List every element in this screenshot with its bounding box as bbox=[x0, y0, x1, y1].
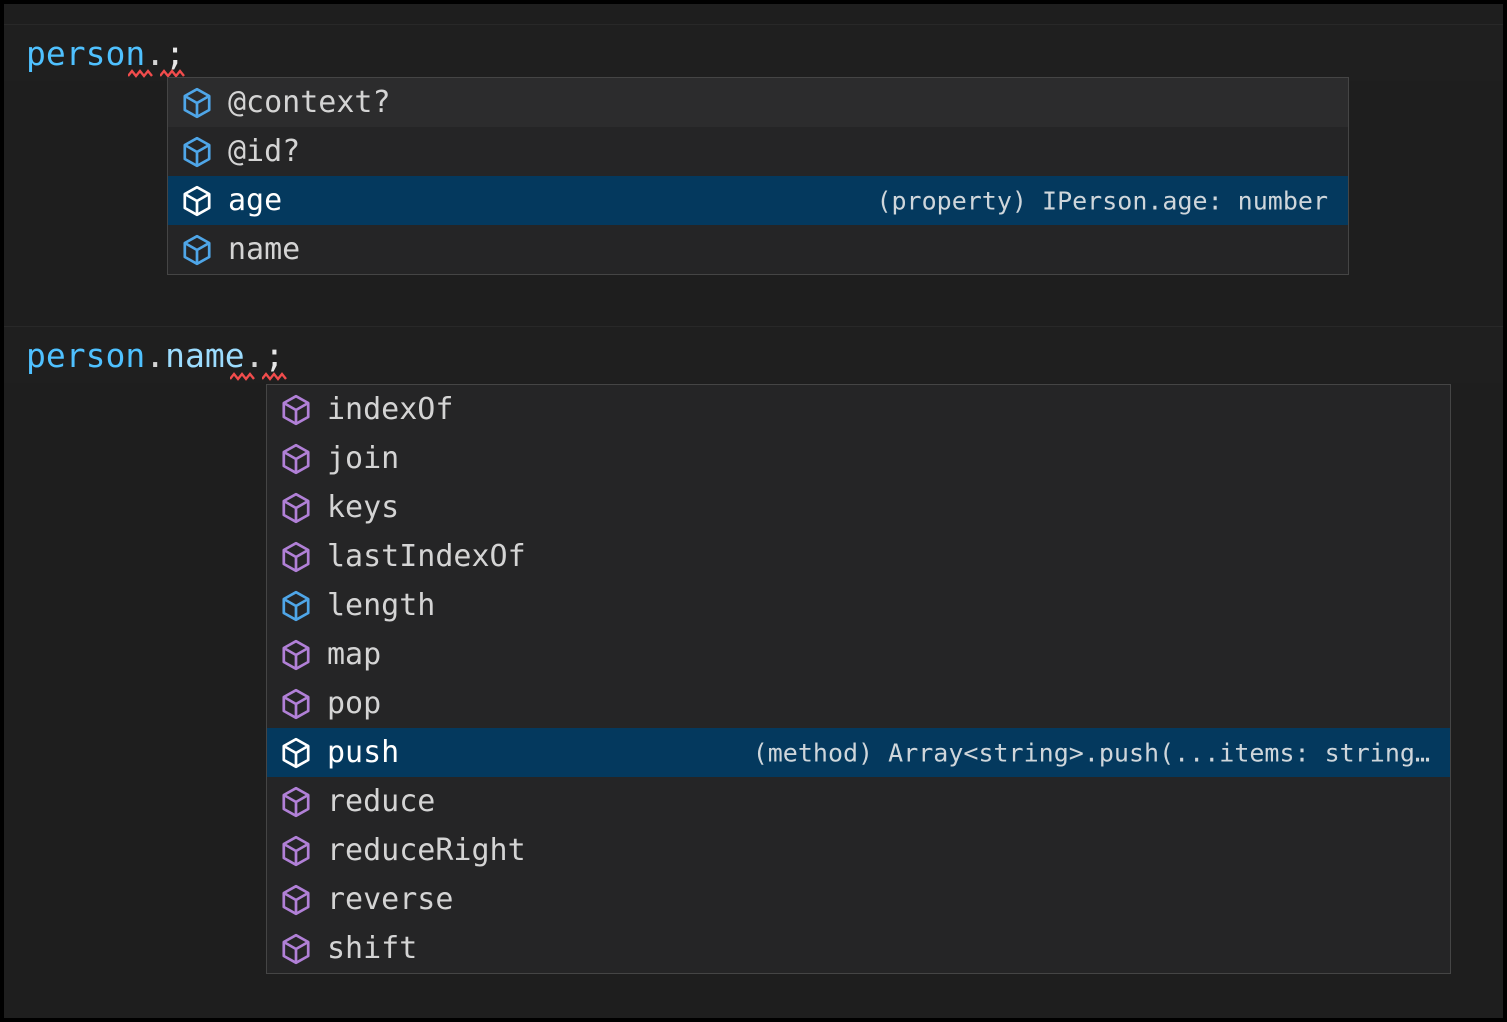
suggest-item-label: @context? bbox=[228, 84, 391, 120]
person-member-suggestions[interactable]: @context? @id? age (property) IPerson.age: … bbox=[167, 77, 1349, 275]
suggest-item-shift[interactable]: shift bbox=[267, 924, 1450, 973]
suggest-item-length[interactable]: length bbox=[267, 581, 1450, 630]
symbol-method-cube-icon bbox=[279, 540, 313, 574]
suggest-item-keys[interactable]: keys bbox=[267, 483, 1450, 532]
symbol-property-cube-icon bbox=[180, 86, 214, 120]
suggest-item-reduceright[interactable]: reduceRight bbox=[267, 826, 1450, 875]
suggest-list-1[interactable]: @context? @id? age (property) IPerson.age: … bbox=[168, 78, 1348, 274]
symbol-method-cube-icon bbox=[279, 785, 313, 819]
code-token-variable: person bbox=[26, 33, 146, 73]
symbol-property-cube-icon bbox=[279, 589, 313, 623]
suggest-item-id[interactable]: @id? bbox=[168, 127, 1348, 176]
line-separator-top bbox=[4, 24, 1503, 25]
code-line-2[interactable]: person.name.; bbox=[4, 327, 1503, 383]
suggest-item-reverse[interactable]: reverse bbox=[267, 875, 1450, 924]
suggest-item-label: reduceRight bbox=[327, 832, 526, 868]
suggest-item-label: reverse bbox=[327, 881, 454, 917]
code-token-dot-2b: . bbox=[244, 335, 265, 375]
code-token-dot: . bbox=[145, 33, 166, 73]
symbol-property-cube-icon bbox=[180, 184, 214, 218]
array-member-suggestions[interactable]: indexOf join keys lastIndexOf length map pop pu… bbox=[266, 384, 1451, 974]
suggest-item-reduce[interactable]: reduce bbox=[267, 777, 1450, 826]
symbol-property-cube-icon bbox=[180, 233, 214, 267]
symbol-method-cube-icon bbox=[279, 491, 313, 525]
suggest-item-pop[interactable]: pop bbox=[267, 679, 1450, 728]
suggest-item-label: pop bbox=[327, 685, 382, 721]
suggest-item-indexof[interactable]: indexOf bbox=[267, 385, 1450, 434]
suggest-item-map[interactable]: map bbox=[267, 630, 1450, 679]
suggest-item-label: lastIndexOf bbox=[327, 538, 526, 574]
symbol-method-cube-icon bbox=[279, 687, 313, 721]
suggest-item-label: shift bbox=[327, 930, 418, 966]
suggest-item-push[interactable]: push (method) Array<string>.push(...items… bbox=[267, 728, 1450, 777]
suggest-item-lastindexof[interactable]: lastIndexOf bbox=[267, 532, 1450, 581]
symbol-method-cube-icon bbox=[279, 638, 313, 672]
symbol-method-cube-icon bbox=[279, 932, 313, 966]
suggest-item-label: age bbox=[228, 182, 283, 218]
line-separator-top-2 bbox=[4, 326, 1503, 327]
code-token-semicolon-2: ; bbox=[264, 335, 285, 375]
code-line-1[interactable]: person.; bbox=[4, 25, 1503, 81]
symbol-method-cube-icon bbox=[279, 883, 313, 917]
suggest-item-label: push bbox=[327, 734, 400, 770]
code-token-dot-2a: . bbox=[145, 335, 166, 375]
suggest-item-label: name bbox=[228, 231, 301, 267]
symbol-method-cube-icon bbox=[279, 736, 313, 770]
suggest-item-age[interactable]: age (property) IPerson.age: number bbox=[168, 176, 1348, 225]
suggest-item-label: join bbox=[327, 440, 400, 476]
suggest-list-2[interactable]: indexOf join keys lastIndexOf length map pop pu… bbox=[267, 385, 1450, 973]
suggest-item-label: length bbox=[327, 587, 436, 623]
suggest-item-detail: (property) IPerson.age: number bbox=[876, 186, 1328, 215]
suggest-item-join[interactable]: join bbox=[267, 434, 1450, 483]
symbol-method-cube-icon bbox=[279, 834, 313, 868]
suggest-item-context[interactable]: @context? bbox=[168, 78, 1348, 127]
suggest-item-label: map bbox=[327, 636, 382, 672]
suggest-item-label: reduce bbox=[327, 783, 436, 819]
suggest-item-label: indexOf bbox=[327, 391, 454, 427]
suggest-item-detail: (method) Array<string>.push(...items: st… bbox=[752, 738, 1430, 767]
code-token-semicolon: ; bbox=[165, 33, 185, 73]
symbol-property-cube-icon bbox=[180, 135, 214, 169]
suggest-item-label: @id? bbox=[228, 133, 301, 169]
code-token-variable-2: person bbox=[26, 335, 146, 375]
symbol-method-cube-icon bbox=[279, 393, 313, 427]
symbol-method-cube-icon bbox=[279, 442, 313, 476]
suggest-item-name[interactable]: name bbox=[168, 225, 1348, 274]
code-token-property-2: name bbox=[165, 335, 245, 375]
suggest-item-label: keys bbox=[327, 489, 400, 525]
